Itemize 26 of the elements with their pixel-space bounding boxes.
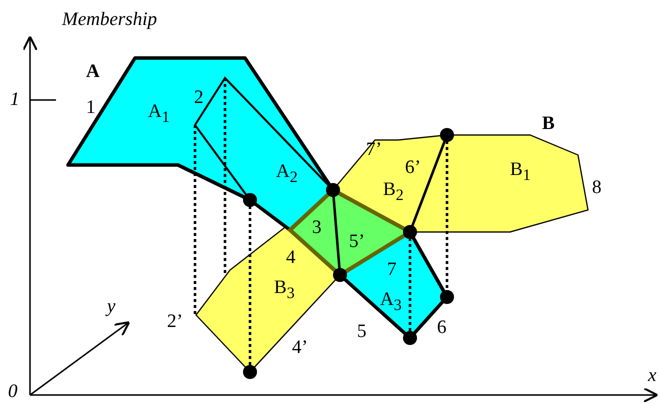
vertex-label: 2’ <box>167 312 183 331</box>
region-label: 3 <box>312 218 322 237</box>
vertex-label: 5’ <box>349 232 365 251</box>
vertex-label: 8 <box>592 178 602 197</box>
set-label: B <box>542 114 555 133</box>
vertex-label: 5 <box>357 322 366 341</box>
tick-label: 1 <box>10 90 20 109</box>
vertex-label: 2 <box>194 88 204 107</box>
vertex-label: 4 <box>286 248 296 267</box>
tick-label: 0 <box>8 382 18 401</box>
vertex-label: 4’ <box>292 338 308 357</box>
vertex-label: 1 <box>86 98 96 117</box>
set-label: A <box>86 62 100 81</box>
axis-label: y <box>107 297 116 316</box>
region-label: B$_{1}$ <box>510 160 531 184</box>
region-label: B$_{3}$ <box>274 278 295 302</box>
region-label: A$_{3}$ <box>380 290 402 314</box>
vertex-label: 6’ <box>405 158 421 177</box>
vertex-label: 6 <box>437 318 446 337</box>
vertex-label: 7’ <box>366 140 382 159</box>
region-label: B$_{2}$ <box>383 180 404 204</box>
vertex-label: 7 <box>387 260 396 279</box>
region-label: A$_{2}$ <box>276 162 298 186</box>
region-label: A$_{1}$ <box>148 102 170 126</box>
axis-label: x <box>648 366 656 385</box>
axis-label: Membership <box>62 10 157 29</box>
